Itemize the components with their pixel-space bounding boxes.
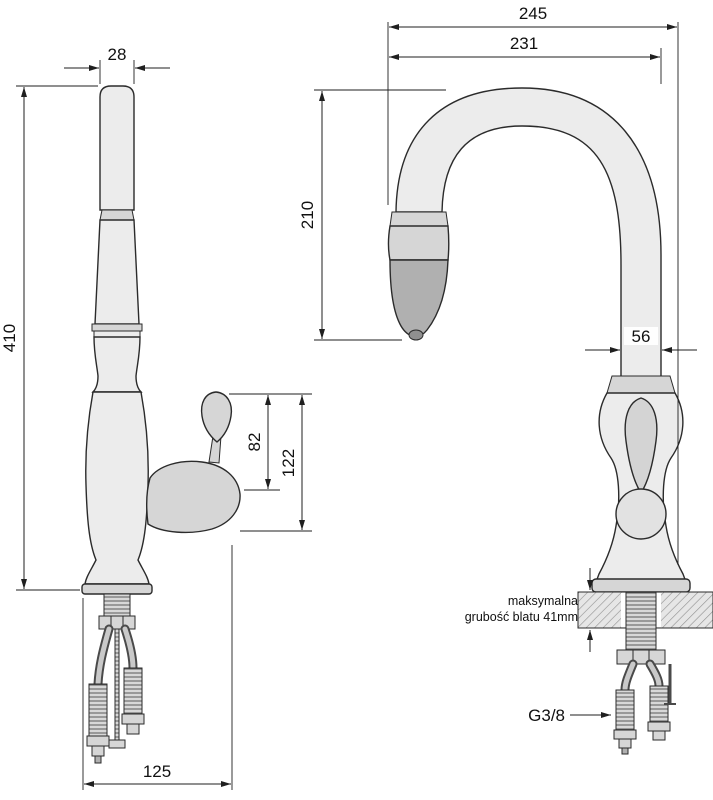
handle-knob bbox=[200, 391, 233, 443]
spout-cone bbox=[94, 219, 140, 325]
hose-fitting-right bbox=[123, 667, 143, 715]
hose-hex-right bbox=[121, 713, 145, 725]
spray-head-tip bbox=[408, 329, 424, 341]
hose-tip bbox=[621, 747, 629, 755]
supply-hose-right-front-core bbox=[647, 661, 662, 689]
thread-size-callout: G3/8 bbox=[528, 706, 611, 725]
spray-head-lower bbox=[389, 259, 449, 337]
body-collar bbox=[606, 375, 676, 394]
dim-spout-width: 28 bbox=[64, 45, 170, 84]
faucet-body bbox=[84, 391, 150, 585]
supply-hose-left-core bbox=[95, 626, 112, 687]
dim-label-backing bbox=[624, 327, 658, 345]
hose-hex-right-front bbox=[647, 721, 671, 732]
dim-label-overall-reach: 245 bbox=[519, 4, 547, 23]
lower-neck bbox=[91, 336, 143, 393]
hose-hex-left bbox=[86, 735, 110, 747]
side-view: 28 410 82 122 125 bbox=[0, 45, 312, 790]
dim-label-base-depth: 125 bbox=[143, 762, 171, 781]
dim-label-handle-overall: 122 bbox=[279, 449, 298, 477]
dim-label-total-height: 410 bbox=[0, 324, 19, 352]
hose-fitting-left bbox=[88, 683, 108, 737]
tailpiece-thread bbox=[103, 593, 131, 617]
base-flange bbox=[81, 583, 153, 595]
hose-nipple-right-front bbox=[652, 730, 666, 741]
dim-label-spout-height: 210 bbox=[298, 201, 317, 229]
hose-fitting-g38 bbox=[615, 689, 635, 731]
mounting-stud bbox=[114, 628, 120, 748]
handle-mount bbox=[145, 460, 241, 534]
dim-handle: 82 122 bbox=[229, 393, 312, 532]
dim-total-height: 410 bbox=[0, 85, 98, 591]
hose-hex bbox=[613, 729, 637, 740]
dim-spout-reach: 231 bbox=[389, 34, 662, 84]
front-view: 245 231 210 56 maksymalna grubość bl bbox=[298, 4, 713, 755]
dim-label-handle-height: 82 bbox=[245, 433, 264, 452]
threaded-shank bbox=[625, 591, 657, 653]
hose-nipple bbox=[618, 738, 632, 749]
collar-ring-upper bbox=[91, 323, 143, 332]
collar-ring-lower bbox=[93, 330, 141, 338]
spray-head-collar bbox=[389, 211, 449, 227]
hose-tip-left bbox=[94, 755, 102, 764]
dim-overall-reach: 245 bbox=[387, 4, 679, 565]
spray-head-upper bbox=[387, 225, 450, 261]
gooseneck-spout bbox=[395, 87, 662, 381]
hose-nipple-left bbox=[91, 745, 105, 757]
supply-hose-left-front-core bbox=[622, 661, 636, 693]
mounting-nut bbox=[98, 615, 136, 630]
spout-tube bbox=[99, 85, 135, 211]
counter-thickness-note: maksymalna grubość blatu 41mm bbox=[465, 568, 593, 652]
spout-joint bbox=[99, 209, 135, 221]
dim-base-depth: 125 bbox=[82, 545, 233, 790]
hose-nipple-right bbox=[126, 723, 140, 735]
counter-note-line2: grubość blatu 41mm bbox=[465, 610, 578, 624]
shank-nut bbox=[616, 649, 666, 665]
dim-body-width: 56 bbox=[585, 327, 697, 353]
thread-size-label: G3/8 bbox=[528, 706, 565, 725]
dim-label-spout-width: 28 bbox=[108, 45, 127, 64]
supply-hose-right-core bbox=[122, 626, 136, 671]
dim-spout-height: 210 bbox=[298, 89, 446, 341]
stud-nut bbox=[108, 739, 126, 749]
counter-note-line1: maksymalna bbox=[508, 594, 578, 608]
handle-medallion bbox=[615, 488, 667, 540]
base-flange-front bbox=[591, 578, 691, 593]
dim-label-spout-reach: 231 bbox=[510, 34, 538, 53]
dim-label-body-width: 56 bbox=[632, 327, 651, 346]
